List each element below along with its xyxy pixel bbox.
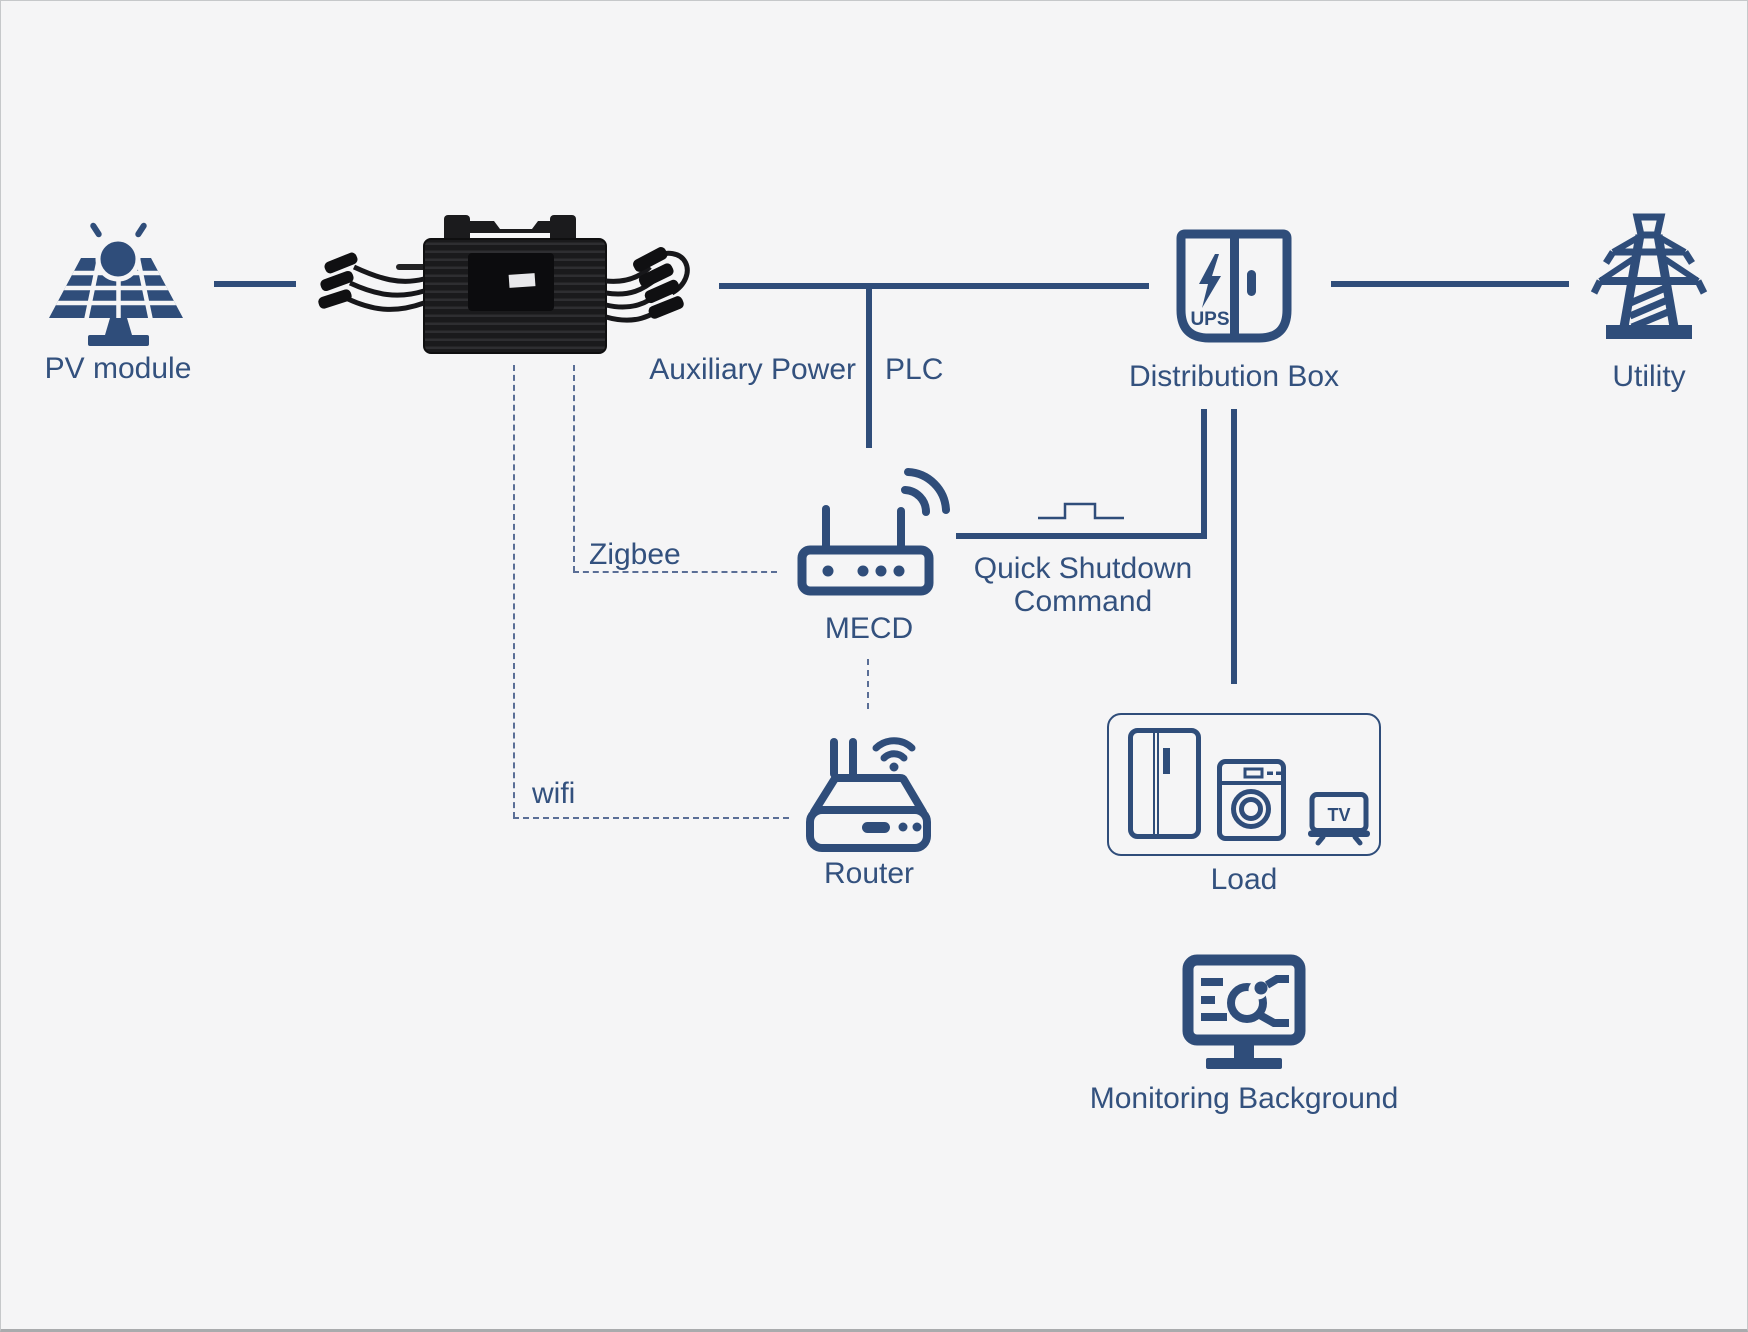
load-label: Load — [1210, 863, 1278, 896]
pv-module-label: PV module — [44, 352, 192, 385]
fridge-icon — [1128, 728, 1201, 839]
mecd-label: MECD — [824, 612, 914, 645]
line-inverter-to-distribution-box — [719, 283, 1149, 289]
monitoring-background-label: Monitoring Background — [1089, 1082, 1399, 1115]
ups-text: UPS — [1190, 309, 1229, 330]
quick-shutdown-line1: Quick Shutdown — [973, 552, 1193, 585]
plc-label: PLC — [885, 353, 944, 386]
line-plc-drop — [866, 286, 872, 448]
utility-label: Utility — [1612, 360, 1686, 393]
dashed-zigbee-vertical — [573, 365, 575, 572]
pulse-signal-icon — [1038, 502, 1124, 520]
tv-icon: TV — [1308, 792, 1370, 846]
distribution-cabinet-icon: UPS — [1176, 229, 1292, 343]
load-appliances-box — [1107, 713, 1381, 856]
washing-machine-icon — [1217, 759, 1286, 841]
auxiliary-power-label: Auxiliary Power — [649, 353, 856, 386]
line-distribution-box-to-utility — [1331, 281, 1569, 287]
distribution-box-label: Distribution Box — [1128, 360, 1340, 393]
wifi-router-icon — [806, 737, 931, 852]
tv-text: TV — [1327, 805, 1350, 825]
solar-panel-icon — [49, 222, 183, 346]
wifi-label: wifi — [532, 777, 576, 810]
transmission-tower-icon — [1590, 213, 1708, 339]
quick-shutdown-label: Quick Shutdown Command — [974, 552, 1192, 618]
dashed-zigbee-horizontal — [573, 571, 777, 573]
router-label: Router — [823, 857, 915, 890]
microinverter-photo — [318, 215, 690, 354]
zigbee-label: Zigbee — [589, 538, 681, 571]
gateway-antenna-icon — [797, 468, 950, 596]
dashed-mecd-to-router — [867, 659, 869, 709]
dashed-wifi-horizontal — [513, 817, 789, 819]
line-quick-shutdown-vertical — [1201, 409, 1207, 539]
line-distribution-box-to-load — [1231, 409, 1237, 684]
line-quick-shutdown-horizontal — [956, 533, 1207, 539]
dashed-wifi-vertical — [513, 365, 515, 818]
line-pv-to-inverter — [214, 281, 296, 287]
monitor-dashboard-icon — [1182, 954, 1306, 1069]
quick-shutdown-line2: Command — [1013, 585, 1153, 618]
